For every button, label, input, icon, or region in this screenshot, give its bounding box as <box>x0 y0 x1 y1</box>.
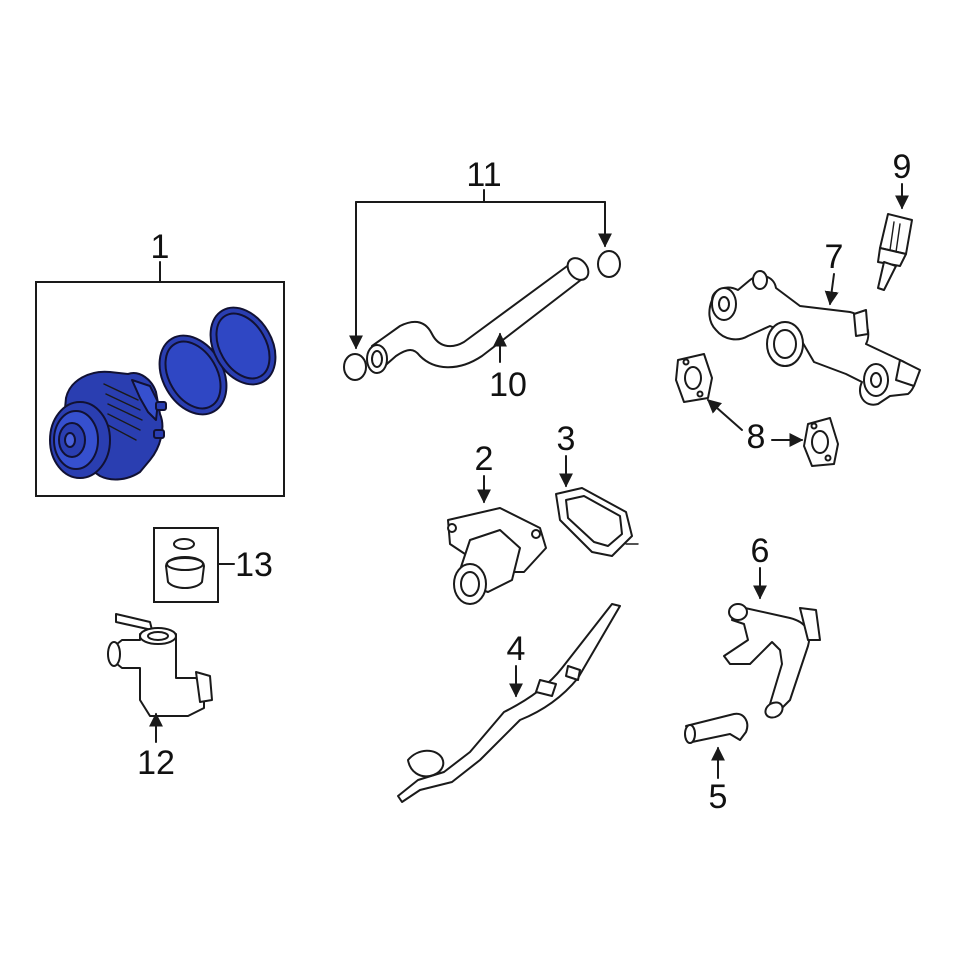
part-8-leader-left <box>706 399 743 431</box>
part-5-hose-group[interactable]: 5 <box>684 712 749 816</box>
callout-12: 12 <box>137 744 175 782</box>
callout-7: 7 <box>825 238 844 276</box>
part-10-coolant-pipe-group[interactable]: 10 <box>366 254 593 404</box>
part-7-coolant-housing[interactable] <box>708 270 921 406</box>
part-4-long-pipe-group[interactable]: 4 <box>397 603 621 803</box>
callout-1: 1 <box>151 228 170 266</box>
callout-9: 9 <box>893 148 912 186</box>
part-3-seal-group[interactable]: 3 <box>555 420 639 557</box>
part-8-gaskets-group[interactable]: 8 <box>675 353 839 467</box>
part-8-gasket-left[interactable] <box>675 353 713 403</box>
callout-6: 6 <box>751 532 770 570</box>
part-4-long-pipe[interactable] <box>397 603 621 803</box>
callout-2: 2 <box>475 440 494 478</box>
callout-5: 5 <box>709 778 728 816</box>
callout-4: 4 <box>507 630 526 668</box>
part-12-filler-neck[interactable] <box>107 613 213 717</box>
part-3-seal[interactable] <box>555 487 639 557</box>
part-7-coolant-housing-group[interactable]: 7 <box>708 238 921 406</box>
part-8-gasket-right[interactable] <box>803 417 839 467</box>
part-5-hose[interactable] <box>684 712 749 744</box>
part-7-leader <box>824 273 839 306</box>
part-10-coolant-pipe[interactable] <box>371 263 587 371</box>
part-10-pipe-end-left-inner <box>371 350 383 368</box>
part-13-cap-group[interactable]: 13 <box>153 527 273 603</box>
part-2-thermostat-housing-group[interactable]: 2 <box>447 440 547 605</box>
part-11-o-ring-left[interactable] <box>343 353 367 381</box>
part-2-thermostat-housing[interactable] <box>447 507 547 605</box>
part-12-filler-neck-group[interactable]: 12 <box>107 613 213 782</box>
part-9-sensor-group[interactable]: 9 <box>877 148 913 291</box>
part-10-pipe-end-right <box>566 257 590 281</box>
part-11-o-rings-group[interactable]: 11 <box>343 156 621 381</box>
part-1-gasket-large-inner <box>215 312 271 380</box>
part-1-gasket-small-inner <box>164 340 222 410</box>
part-1-pulley[interactable] <box>49 401 111 479</box>
callout-3: 3 <box>557 420 576 458</box>
part-9-temperature-sensor[interactable] <box>877 213 913 291</box>
callout-8: 8 <box>747 418 766 456</box>
part-6-coolant-pipe[interactable] <box>723 603 821 721</box>
callout-11: 11 <box>466 156 501 194</box>
part-13-filler-cap[interactable] <box>165 538 205 589</box>
callout-10: 10 <box>489 366 527 404</box>
part-11-o-ring-right[interactable] <box>597 250 621 278</box>
part-6-coolant-pipe-group[interactable]: 6 <box>723 532 821 721</box>
part-1-water-pump-group[interactable]: 1 <box>35 228 289 497</box>
callout-13: 13 <box>235 546 273 584</box>
